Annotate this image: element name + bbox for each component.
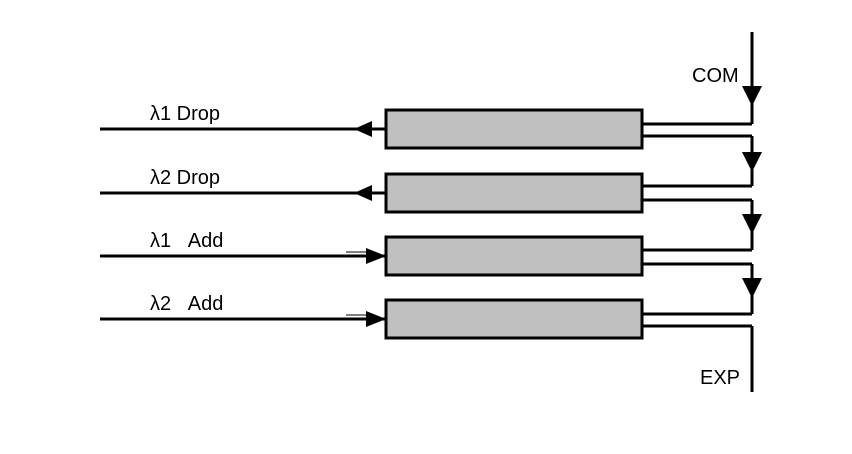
filter-box	[384, 298, 644, 340]
bus-arrow-down-icon	[742, 86, 762, 106]
label-com: COM	[692, 65, 739, 87]
bus-connector	[642, 184, 752, 202]
arrow-right-icon	[366, 311, 386, 327]
filter-box	[384, 235, 644, 277]
bus-connector	[642, 312, 752, 328]
label-lambda2-add: λ2 Add	[150, 293, 223, 315]
filter-stage-4	[100, 298, 752, 340]
label-lambda1-drop: λ1 Drop	[150, 103, 220, 125]
arrow-left-icon	[354, 185, 372, 201]
filter-box	[384, 108, 644, 150]
arrow-right-icon	[366, 248, 386, 264]
filter-stage-1	[100, 108, 752, 150]
bus-connector	[642, 122, 752, 138]
bus-arrow-down-icon	[742, 278, 762, 298]
filter-stage-3	[100, 235, 752, 277]
filter-stage-2	[100, 172, 752, 214]
arrow-left-icon	[354, 121, 372, 137]
label-lambda2-drop: λ2 Drop	[150, 167, 220, 189]
bus-arrow-down-icon	[742, 152, 762, 172]
bus-arrow-down-icon	[742, 214, 762, 234]
bus-connector	[642, 248, 752, 266]
bus-arrows	[742, 86, 762, 298]
filter-box	[384, 172, 644, 214]
label-exp: EXP	[700, 367, 740, 389]
label-lambda1-add: λ1 Add	[150, 230, 223, 252]
